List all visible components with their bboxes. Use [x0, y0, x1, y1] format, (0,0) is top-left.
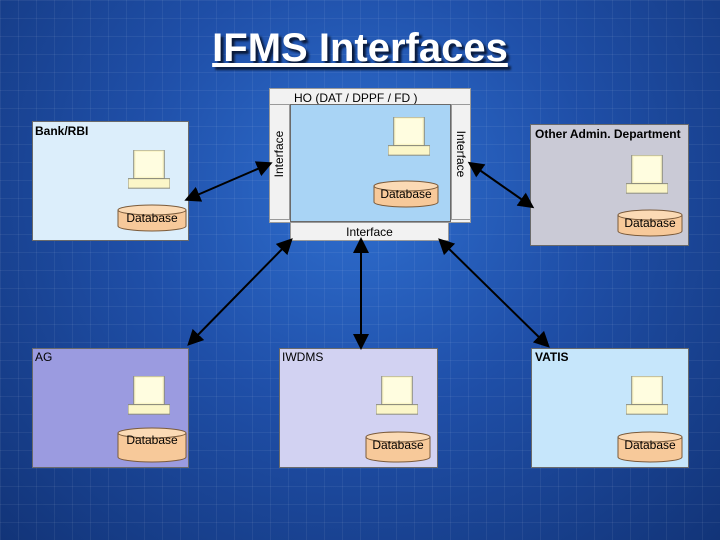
ag-db-label: Database	[126, 433, 178, 447]
database-icon	[117, 204, 187, 232]
iwdms-db-label: Database	[372, 438, 424, 452]
vatis-db-label: Database	[624, 438, 676, 452]
arrow-ho-other	[467, 161, 535, 209]
interface-bottom-panel	[290, 222, 449, 241]
ho-db-label: Database	[380, 187, 432, 201]
computer-icon	[128, 376, 170, 415]
bank-label: Bank/RBI	[35, 124, 89, 138]
computer-icon	[376, 376, 418, 415]
ag-label: AG	[35, 350, 53, 364]
other-db-label: Database	[624, 216, 676, 230]
arrow-ho-vatis	[438, 238, 550, 348]
database-icon	[365, 431, 431, 463]
computer-icon	[626, 155, 668, 194]
interface-bottom-label: Interface	[346, 225, 393, 239]
database-icon	[617, 209, 683, 237]
other-admin-label: Other Admin. Department	[535, 127, 681, 141]
arrow-ho-bank	[184, 161, 273, 202]
database-icon	[617, 431, 683, 463]
vatis-label: VATIS	[535, 350, 569, 364]
ho-label: HO (DAT / DPPF / FD )	[294, 91, 418, 105]
database-icon	[117, 427, 187, 463]
computer-icon	[388, 117, 430, 156]
iwdms-label: IWDMS	[282, 350, 324, 364]
computer-icon	[626, 376, 668, 415]
computer-icon	[128, 150, 170, 189]
bank-db-label: Database	[126, 211, 178, 225]
arrow-ho-ag	[187, 238, 293, 346]
database-icon	[373, 180, 439, 208]
page-title: IFMS Interfaces	[212, 26, 508, 70]
